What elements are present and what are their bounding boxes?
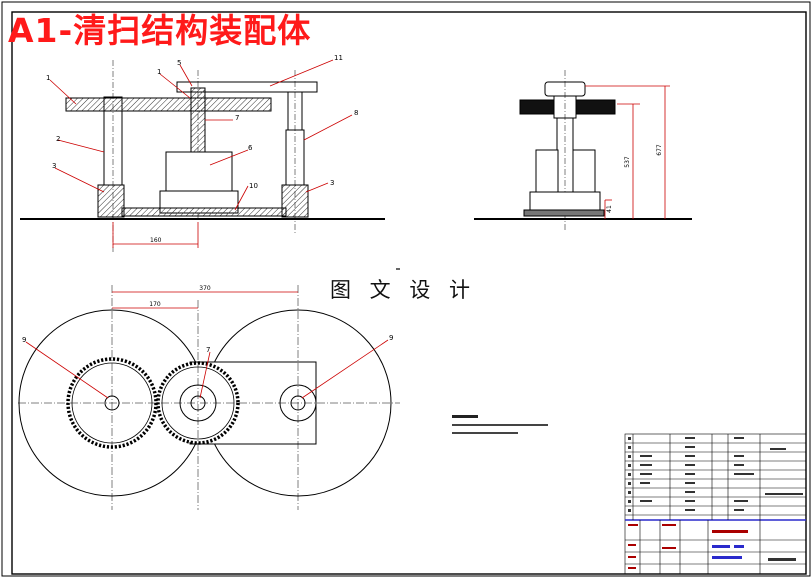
front-dimension-width: 160	[150, 237, 162, 244]
top-dimension-170: 170	[149, 301, 161, 308]
top-plate	[176, 81, 318, 93]
side-view: 677 537 41	[474, 70, 692, 232]
side-base-plate	[523, 209, 605, 217]
base-plate	[121, 207, 287, 217]
front-label-3b: 3	[330, 179, 334, 187]
side-base	[529, 191, 601, 213]
top-label-9b: 9	[389, 334, 393, 342]
front-label-6: 6	[248, 144, 253, 152]
top-dimension-370: 370	[199, 285, 211, 292]
front-view: 1 1 5 11 7 2 6 3 10 8 3 160	[20, 54, 385, 252]
watermark-text: 图 文 设 计	[330, 278, 477, 302]
top-label-9a: 9	[22, 336, 26, 344]
top-label-7: 7	[206, 346, 210, 354]
drawing-title: A1-清扫结构装配体	[8, 11, 312, 50]
title-block-marks	[628, 437, 803, 569]
side-motor-right	[572, 149, 596, 193]
side-motor-left	[535, 149, 559, 193]
front-label-3a: 3	[52, 162, 56, 170]
inner-frame	[11, 11, 807, 575]
front-label-1a: 1	[46, 74, 50, 82]
front-label-2: 2	[56, 135, 60, 143]
side-dimension-677: 677	[656, 144, 663, 156]
top-view: 370 170 9 7 9	[18, 285, 400, 510]
side-dimension-537: 537	[624, 156, 631, 168]
front-label-10: 10	[249, 182, 258, 190]
technical-notes	[452, 415, 548, 434]
title-block	[624, 433, 807, 575]
front-label-1b: 1	[157, 68, 161, 76]
left-base-housing	[97, 184, 125, 218]
front-label-5: 5	[177, 59, 181, 67]
front-label-7: 7	[235, 114, 239, 122]
front-label-8: 8	[354, 109, 358, 117]
motor-body	[165, 151, 233, 193]
front-label-11: 11	[334, 54, 343, 62]
side-dimension-41: 41	[606, 205, 613, 213]
gear-arm	[65, 97, 272, 112]
